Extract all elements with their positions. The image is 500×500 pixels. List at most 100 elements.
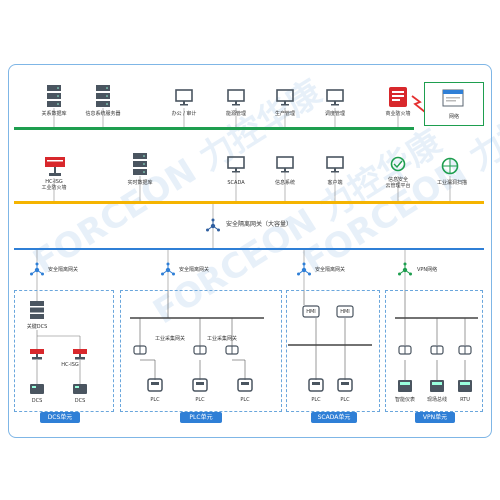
hmi-icon: [302, 305, 320, 318]
rtu-device: [458, 380, 472, 392]
plc-device-2-label: PLC: [195, 397, 205, 403]
server-icon: [133, 153, 147, 175]
hmi-icon: [336, 305, 354, 318]
gateway-icon: [297, 262, 311, 276]
dcs-firewall-label: HC-ISG: [61, 362, 79, 368]
vulnerability-scanner: [440, 156, 460, 176]
production-management-label: 生产管理: [274, 111, 295, 117]
dcs-firewall-2: [73, 349, 87, 360]
scada-plc-1: [308, 378, 324, 392]
scada-plc-1-label: PLC: [311, 397, 321, 403]
relational-database-label: 关系数据库: [41, 111, 67, 117]
scada-gateway: [296, 262, 312, 278]
client-label: 客户端: [327, 180, 343, 186]
scada-gateway-label: 安全隔离网关: [315, 267, 346, 273]
vpn-unit-box: [385, 290, 483, 412]
monitor-icon: [326, 89, 344, 106]
cloud-management-icon: [390, 156, 406, 172]
main-gateway: [205, 218, 221, 234]
plc-gateway-label: 安全隔离网关: [179, 267, 210, 273]
lightning-icon: [411, 95, 426, 113]
production-network-bus: [14, 201, 484, 204]
diagram-frame: [8, 64, 492, 438]
office-audit-label: 办公 / 审计: [171, 111, 197, 117]
plc-gateway: [160, 262, 176, 278]
industrial-firewall-icon: [45, 157, 65, 176]
dcs-device-1: [30, 384, 44, 394]
fieldbus-label: 现场总线: [426, 397, 447, 403]
dcs-unit-tag: DCS单元: [40, 412, 80, 423]
gateway-icon: [206, 218, 220, 232]
plc-probe-2-label: 工业采集网关: [206, 336, 237, 342]
plc-icon: [308, 378, 324, 392]
gateway-icon: [161, 262, 175, 276]
industrial-firewall-label: 工业防火墙: [41, 185, 67, 191]
info-system-workstation: [276, 156, 294, 173]
vulnerability-scanner-icon: [441, 157, 459, 175]
dcs-gateway-label: 安全隔离网关: [48, 267, 79, 273]
commercial-firewall: [388, 86, 408, 108]
dcs-device-1-label: DCS: [31, 398, 43, 404]
plc-device-1: [147, 378, 163, 392]
collector-gateway-icon: [133, 345, 147, 355]
dcs-gateway: [29, 262, 45, 278]
office-audit-workstation: [175, 89, 193, 106]
collector-gateway-icon: [193, 345, 207, 355]
monitor-icon: [276, 156, 294, 173]
plc-icon: [337, 378, 353, 392]
rtu-icon: [458, 380, 472, 392]
internet-label: 网络: [448, 114, 459, 120]
plc-unit-box: [120, 290, 282, 412]
rtu-label: RTU: [460, 397, 470, 403]
dcs-controller-icon: [73, 384, 87, 394]
security-cloud-label-2: 云管理平台: [385, 183, 411, 189]
monitor-icon: [326, 156, 344, 173]
info-system-label: 信息系统: [274, 180, 295, 186]
collector-gateway-icon: [225, 345, 239, 355]
dcs-unit-box: [14, 290, 114, 412]
plc-probe-3: [225, 345, 239, 355]
plc-icon: [147, 378, 163, 392]
scada-unit-box: [286, 290, 380, 412]
collector-gateway-icon: [398, 345, 412, 355]
industrial-firewall-icon: [73, 349, 87, 360]
key-dcs-server: [29, 300, 45, 320]
security-cloud-platform: [389, 156, 407, 176]
control-network-bus: [14, 248, 484, 250]
plc-device-2: [192, 378, 208, 392]
monitor-icon: [227, 156, 245, 173]
vpn-gateway: [397, 262, 413, 278]
office-network-bus: [14, 127, 414, 130]
plc-device-1-label: PLC: [150, 397, 160, 403]
vpn-gateway-label: VPN网络: [417, 267, 438, 273]
scada-hmi-2: [336, 305, 354, 318]
vpn-unit-tag: VPN单元: [415, 412, 455, 423]
scada-workstation: [227, 156, 245, 173]
monitor-icon: [276, 89, 294, 106]
info-system-server-label: 信息系统服务器: [85, 111, 121, 117]
monitor-icon: [175, 89, 193, 106]
dcs-device-2: [73, 384, 87, 394]
vpn-collector-1: [398, 345, 412, 355]
energy-management-workstation: [227, 89, 245, 106]
scada-plc-2-label: PLC: [340, 397, 350, 403]
relational-database-server: [46, 84, 62, 108]
firewall-icon: [389, 87, 407, 107]
server-icon: [47, 85, 61, 107]
plc-icon: [192, 378, 208, 392]
plc-unit-tag: PLC单元: [180, 412, 222, 423]
industrial-firewall-icon: [30, 349, 44, 360]
vulnerability-scanner-label: 工业漏洞扫描: [436, 180, 467, 186]
plc-probe-2: [193, 345, 207, 355]
dcs-firewall-1: [30, 349, 44, 360]
plc-probe-1-label: 工业采集网关: [154, 336, 185, 342]
fieldbus-icon: [430, 380, 444, 392]
fieldbus-device: [430, 380, 444, 392]
collector-gateway-icon: [458, 345, 472, 355]
plc-device-3-label: PLC: [240, 397, 250, 403]
server-icon: [30, 301, 44, 319]
scada-unit-tag: SCADA单元: [311, 412, 357, 423]
scada-hmi-2-label: HMI: [340, 309, 350, 315]
scada-hmi-1-label: HMI: [306, 309, 316, 315]
